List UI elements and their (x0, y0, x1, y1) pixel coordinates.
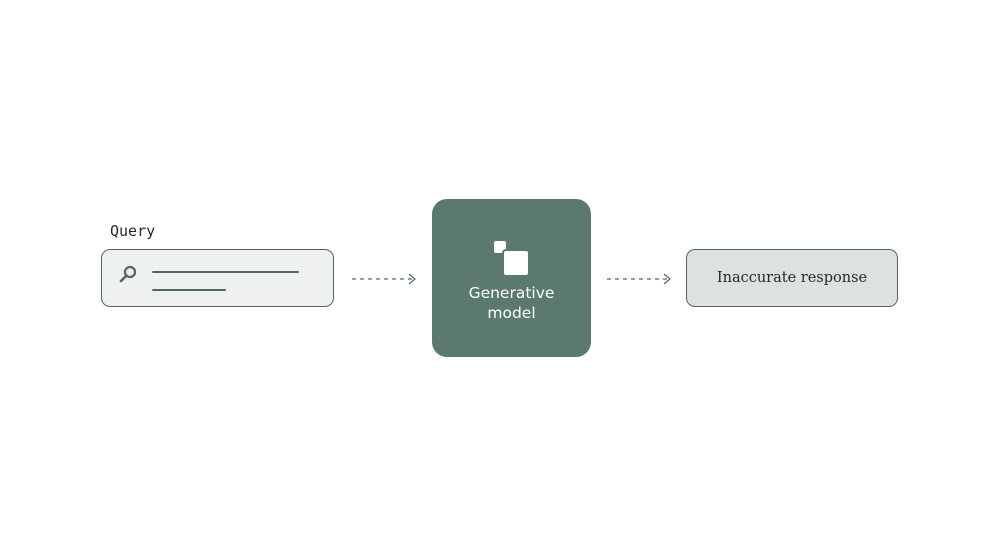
response-box: Inaccurate response (686, 249, 898, 307)
squares-icon (494, 241, 530, 277)
response-label: Inaccurate response (716, 270, 868, 286)
search-icon (119, 265, 137, 283)
generative-model-label: Generative model (468, 284, 555, 322)
query-placeholder-line (152, 271, 299, 273)
arrow-query-to-model (352, 273, 416, 285)
generative-model-box: Generative model (432, 199, 591, 357)
query-placeholder-line (152, 289, 226, 291)
arrow-model-to-response (607, 273, 671, 285)
query-box (101, 249, 334, 307)
query-label: Query (110, 222, 156, 240)
